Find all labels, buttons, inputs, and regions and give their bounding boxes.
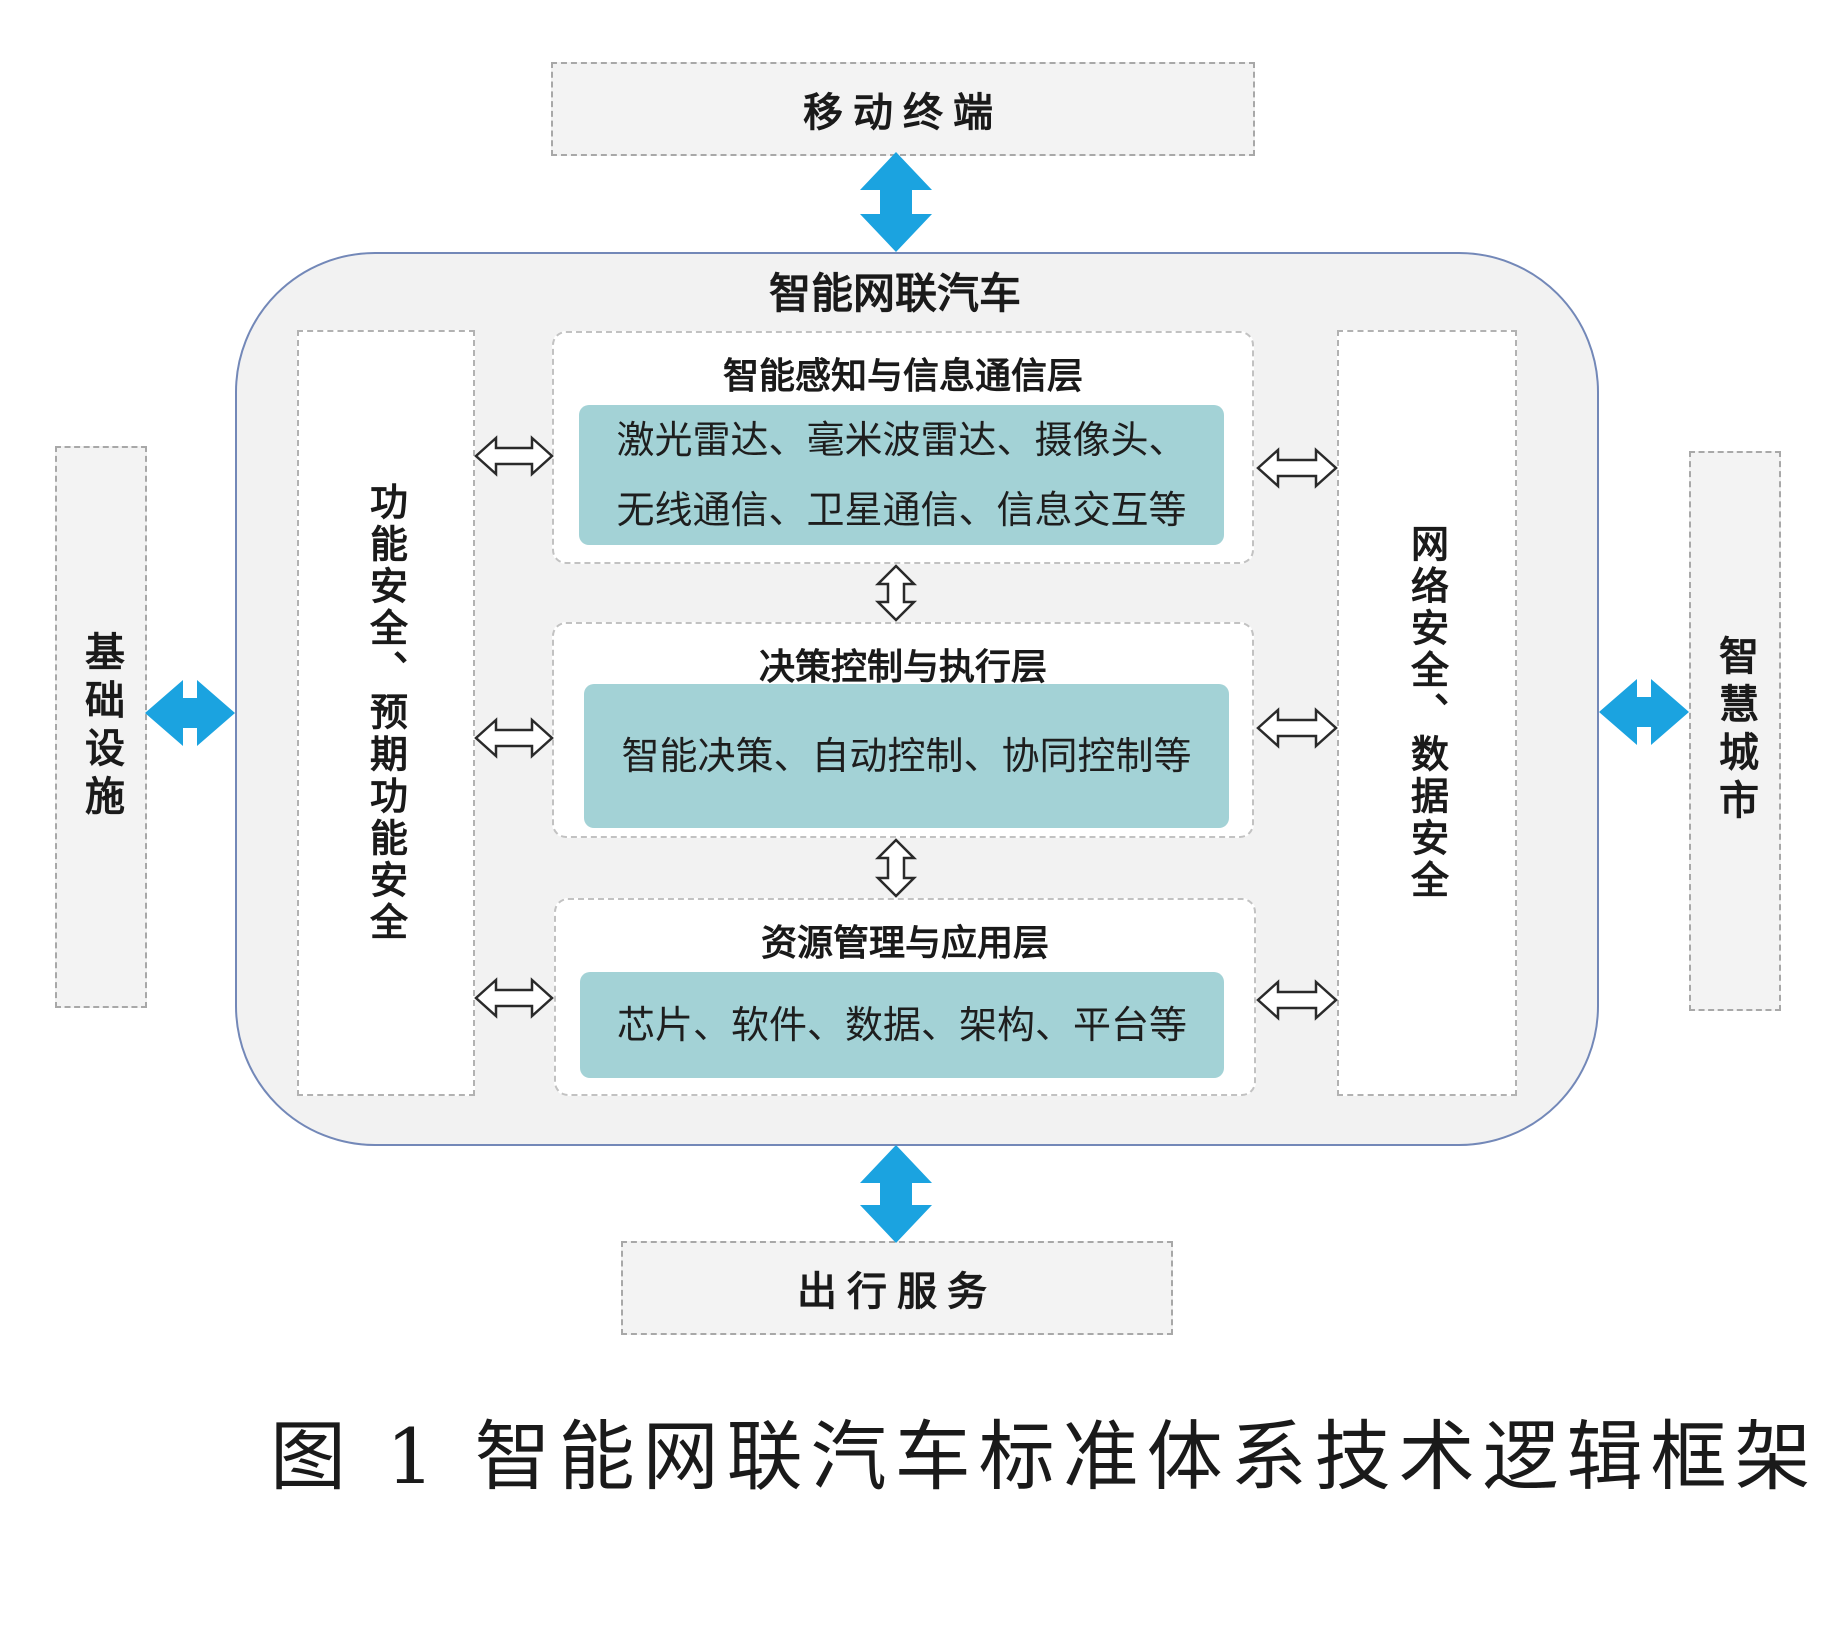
decision-line-1: 智能决策、自动控制、协同控制等 xyxy=(621,734,1192,778)
perception-line-1: 激光雷达、毫米波雷达、摄像头、 xyxy=(616,418,1187,462)
connected-vehicle-title: 智能网联汽车 xyxy=(768,269,1021,318)
hollow-arrow-right-3-icon xyxy=(1256,979,1338,1021)
blue-arrow-right-icon xyxy=(1599,679,1689,745)
perception-layer-title: 智能感知与信息通信层 xyxy=(722,356,1083,397)
resource-layer-content: 芯片、软件、数据、架构、平台等 xyxy=(580,972,1224,1078)
cyber-security-label: 网络安全、数据安全 xyxy=(1404,524,1449,902)
perception-communication-layer: 智能感知与信息通信层 激光雷达、毫米波雷达、摄像头、 无线通信、卫星通信、信息交… xyxy=(552,331,1254,564)
perception-layer-content: 激光雷达、毫米波雷达、摄像头、 无线通信、卫星通信、信息交互等 xyxy=(579,405,1224,545)
resource-line-1: 芯片、软件、数据、架构、平台等 xyxy=(616,1003,1187,1047)
mobile-terminal-node: 移动终端 xyxy=(551,62,1255,156)
hollow-arrow-left-3-icon xyxy=(474,977,554,1019)
hollow-arrow-vertical-2-icon xyxy=(874,838,918,898)
figure-caption: 图 1 智能网联汽车标准体系技术逻辑框架 xyxy=(270,1412,1819,1501)
infrastructure-node: 基础设施 xyxy=(55,446,147,1008)
functional-safety-column: 功能安全、预期功能安全 xyxy=(297,330,475,1096)
blue-arrow-top-icon xyxy=(860,152,932,252)
hollow-arrow-left-1-icon xyxy=(474,435,554,477)
cyber-security-column: 网络安全、数据安全 xyxy=(1337,330,1517,1096)
mobile-terminal-label: 移动终端 xyxy=(803,90,1003,136)
decision-layer-content: 智能决策、自动控制、协同控制等 xyxy=(584,684,1229,828)
travel-service-node: 出行服务 xyxy=(621,1241,1173,1335)
hollow-arrow-left-2-icon xyxy=(474,717,554,759)
perception-line-2: 无线通信、卫星通信、信息交互等 xyxy=(616,488,1187,532)
hollow-arrow-right-1-icon xyxy=(1256,447,1338,489)
smart-city-label: 智慧城市 xyxy=(1712,635,1758,827)
decision-layer-title: 决策控制与执行层 xyxy=(758,647,1047,688)
hollow-arrow-vertical-1-icon xyxy=(874,564,918,622)
blue-arrow-left-icon xyxy=(145,680,235,746)
decision-control-layer: 决策控制与执行层 智能决策、自动控制、协同控制等 xyxy=(552,622,1254,838)
smart-city-node: 智慧城市 xyxy=(1689,451,1781,1011)
blue-arrow-bottom-icon xyxy=(860,1145,932,1243)
resource-layer-title: 资源管理与应用层 xyxy=(760,923,1049,964)
infrastructure-label: 基础设施 xyxy=(78,631,124,823)
travel-service-label: 出行服务 xyxy=(797,1269,997,1315)
resource-application-layer: 资源管理与应用层 芯片、软件、数据、架构、平台等 xyxy=(554,898,1256,1096)
hollow-arrow-right-2-icon xyxy=(1256,707,1338,749)
functional-safety-label: 功能安全、预期功能安全 xyxy=(363,482,408,944)
